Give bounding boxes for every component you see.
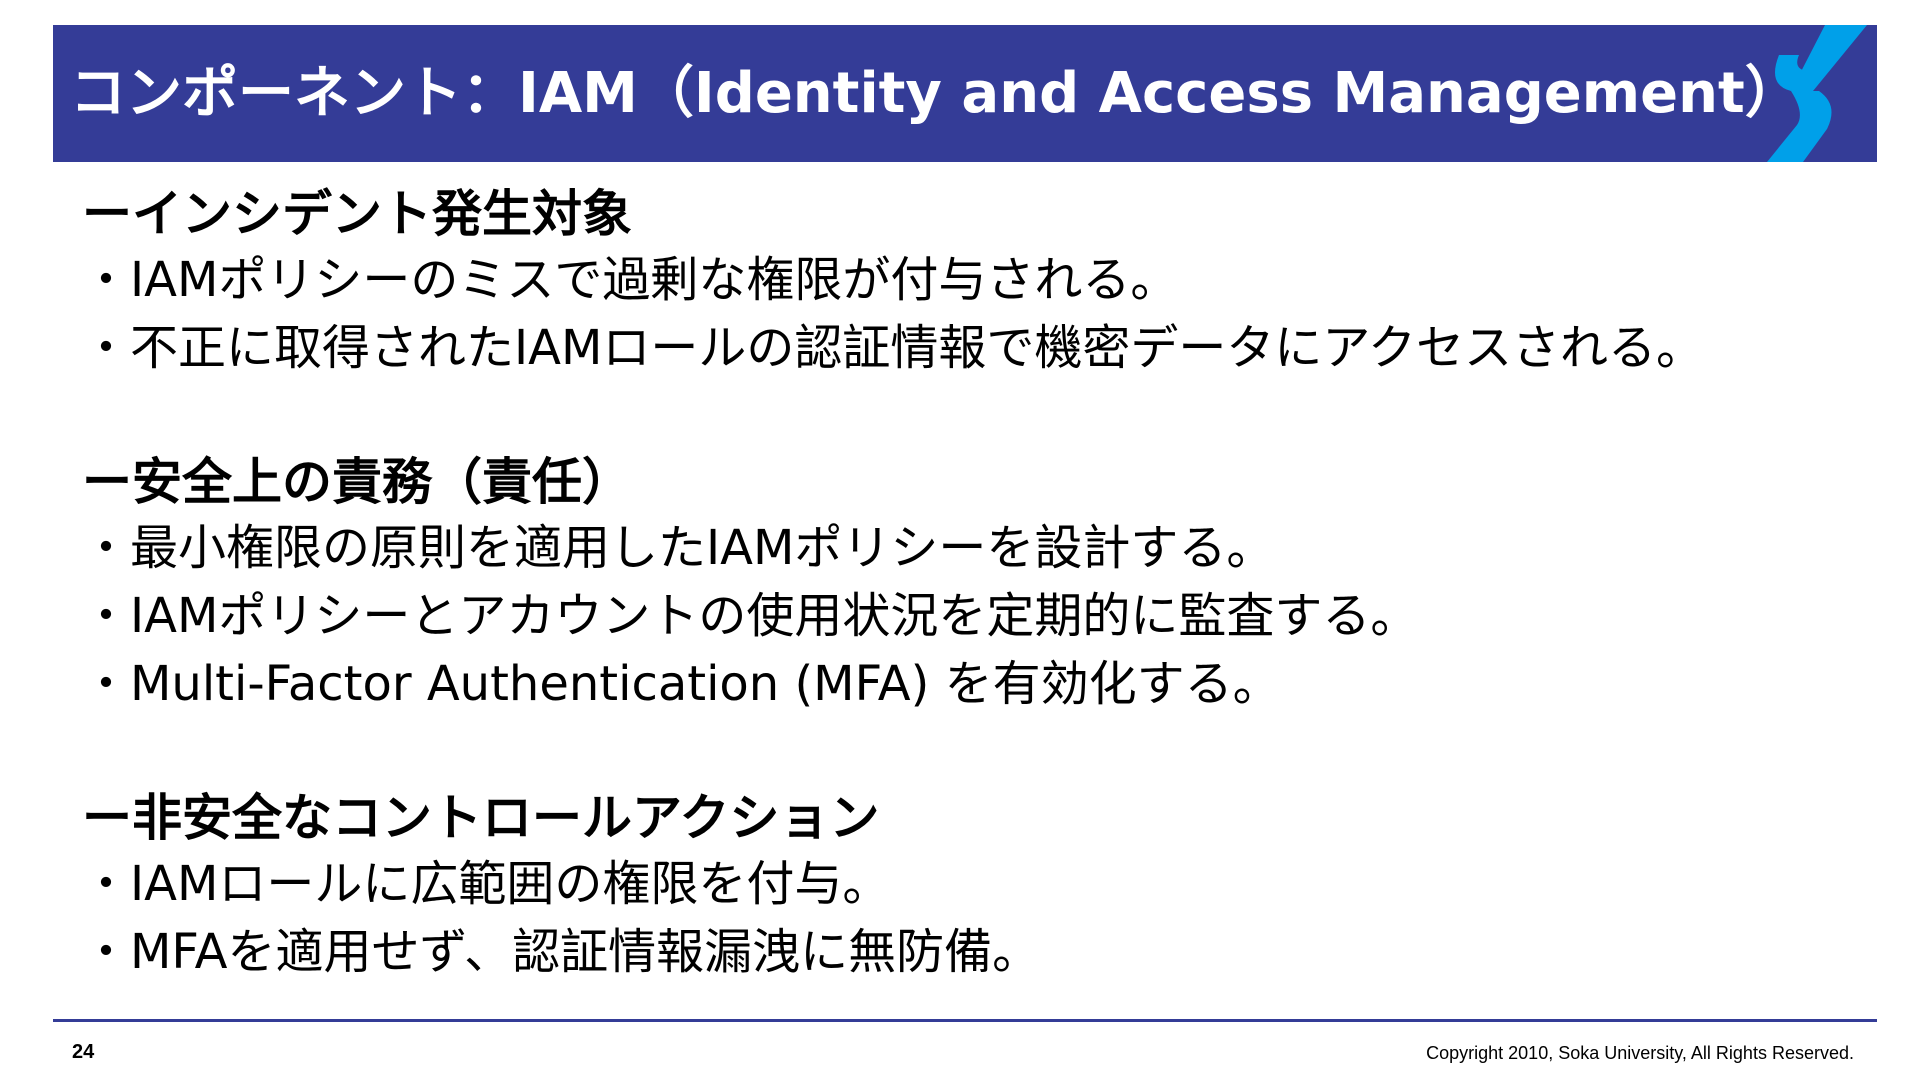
section-heading: ーインシデント発生対象 (82, 185, 632, 243)
bullet-item: ・IAMポリシーのミスで過剰な権限が付与される。 (82, 252, 1179, 308)
section-heading: ー非安全なコントロールアクション (82, 789, 880, 847)
page-number: 24 (72, 1041, 95, 1063)
section-incident-targets: ーインシデント発生対象 ・IAMポリシーのミスで過剰な権限が付与される。 ・不正… (82, 182, 1862, 382)
copyright-notice: Copyright 2010, Soka University, All Rig… (1426, 1043, 1854, 1063)
title-bar: コンポーネント：IAM（Identity and Access Manageme… (53, 25, 1877, 162)
bullet-item: ・最小権限の原則を適用したIAMポリシーを設計する。 (82, 520, 1275, 576)
bullet-item: ・IAMポリシーとアカウントの使用状況を定期的に監査する。 (82, 588, 1419, 644)
section-heading: ー安全上の責務（責任） (82, 453, 632, 511)
footer-divider (53, 1019, 1877, 1022)
bullet-item: ・Multi-Factor Authentication (MFA) を有効化す… (82, 656, 1281, 712)
bullet-item: ・IAMロールに広範囲の権限を付与。 (82, 856, 891, 912)
section-safety-responsibilities: ー安全上の責務（責任） ・最小権限の原則を適用したIAMポリシーを設計する。 ・… (82, 450, 1862, 718)
content: ーインシデント発生対象 ・IAMポリシーのミスで過剰な権限が付与される。 ・不正… (82, 182, 1862, 986)
slide-title: コンポーネント：IAM（Identity and Access Manageme… (70, 61, 1801, 126)
bullet-item: ・MFAを適用せず、認証情報漏洩に無防備。 (82, 924, 1041, 980)
bullet-item: ・不正に取得されたIAMロールの認証情報で機密データにアクセスされる。 (82, 320, 1705, 376)
section-unsafe-control-actions: ー非安全なコントロールアクション ・IAMロールに広範囲の権限を付与。 ・MFA… (82, 786, 1862, 986)
soka-s-logo-icon (1767, 25, 1867, 162)
